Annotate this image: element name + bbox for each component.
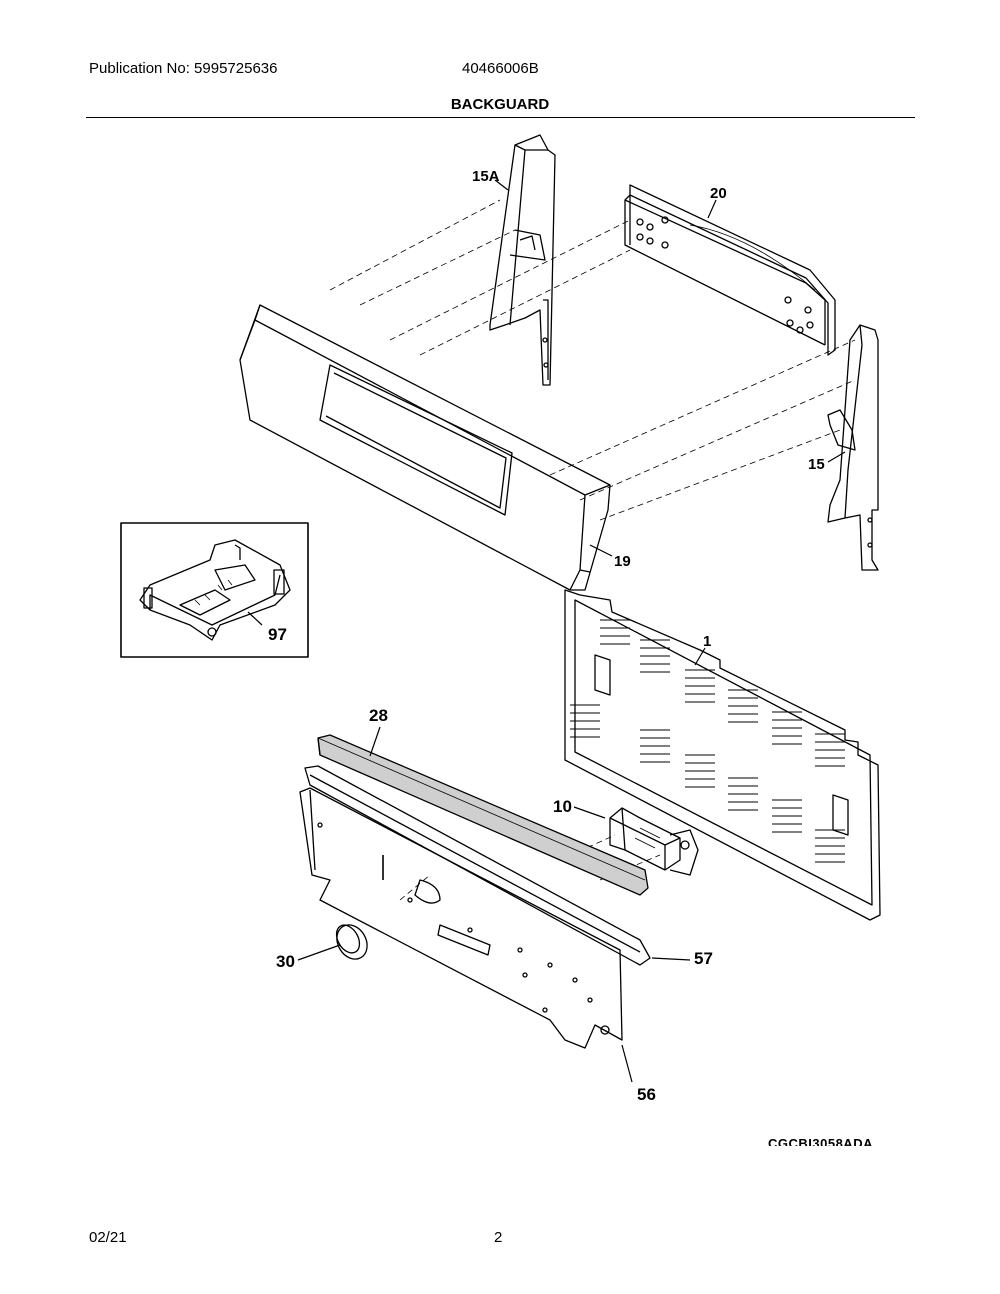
footer-date: 02/21	[89, 1229, 127, 1246]
leader-lines	[247, 179, 846, 1083]
callout-labels: 15A 20 15 19 97 1 28 10 30 57 56	[268, 168, 825, 1104]
callout-97: 97	[268, 625, 287, 644]
figure-code: CGCBI3058ADA	[768, 1136, 873, 1146]
callout-15a: 15A	[472, 168, 500, 185]
page-number: 2	[494, 1229, 503, 1246]
model-number: 40466006B	[462, 60, 539, 77]
callout-28: 28	[369, 706, 388, 725]
callout-30: 30	[276, 952, 295, 971]
callout-57: 57	[694, 949, 713, 968]
publication-number: Publication No: 5995725636	[89, 60, 278, 77]
title-rule	[86, 117, 915, 118]
part-20-panel	[624, 184, 836, 356]
part-1-back-panel	[564, 589, 881, 921]
callout-10: 10	[553, 797, 572, 816]
part-19-control-panel	[239, 304, 611, 591]
alignment-lines	[329, 199, 856, 901]
inset-box-97	[120, 522, 309, 658]
callout-1: 1	[703, 633, 711, 650]
part-30-cover	[335, 924, 368, 960]
callout-20: 20	[710, 185, 727, 202]
part-28-strip	[317, 734, 649, 896]
callout-15: 15	[808, 456, 825, 473]
callout-56: 56	[637, 1085, 656, 1104]
part-56-panel	[299, 787, 623, 1049]
part-15-bracket	[827, 324, 879, 571]
section-title: BACKGUARD	[450, 96, 550, 113]
callout-19: 19	[614, 553, 631, 570]
part-10-bracket	[609, 807, 699, 876]
part-15a-bracket	[489, 134, 556, 386]
part-57-seal	[304, 765, 651, 966]
